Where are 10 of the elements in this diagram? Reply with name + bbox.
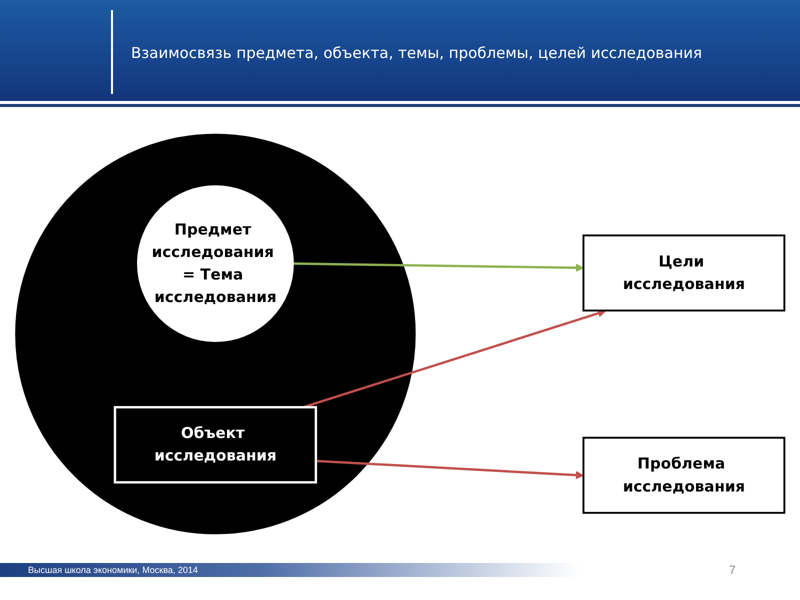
arrow [302,309,606,408]
concept-box: Цели исследования [582,234,786,312]
slide-title: Взаимосвязь предмета, объекта, темы, проблемы, целей исследования [131,44,702,62]
page-number: 7 [729,562,736,578]
arrow [316,460,584,480]
arrow [293,262,584,272]
concept-box: Проблема исследования [582,436,786,514]
inner-circle: Предмет исследования = Тема исследования [137,185,294,342]
footer-text: Высшая школа экономики, Москва, 2014 [28,564,198,577]
concept-box: Объект исследования [114,406,318,484]
